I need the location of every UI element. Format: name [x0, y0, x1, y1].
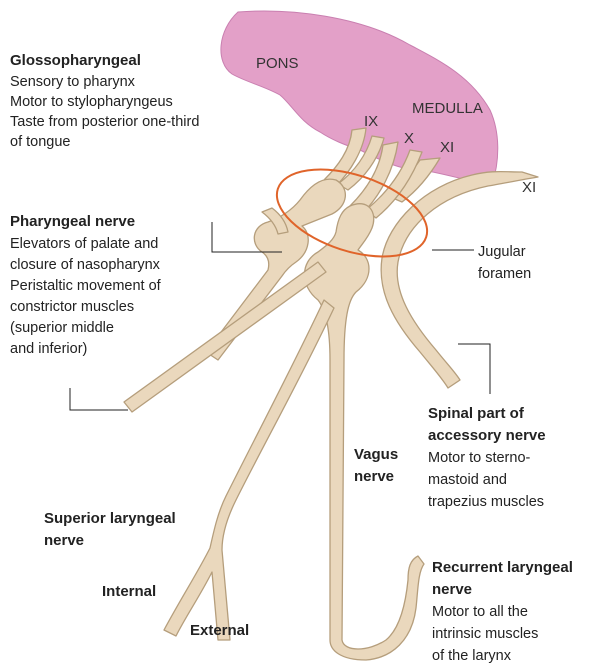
recurrent-laryngeal-label-group: Recurrent laryngeal nerve Motor to all t…	[432, 559, 573, 664]
vagus-title: nerve	[354, 468, 394, 485]
recurrent-laryngeal-line: intrinsic muscles	[432, 626, 538, 642]
internal-branch-label: Internal	[102, 583, 156, 600]
x-label: X	[404, 130, 414, 147]
glossopharyngeal-line: Taste from posterior one-third	[10, 114, 199, 130]
xi-spinal-label: XI	[522, 179, 536, 196]
superior-laryngeal-title: Superior laryngeal	[44, 510, 176, 527]
vagus-title: Vagus	[354, 446, 398, 463]
spinal-accessory-line: mastoid and	[428, 472, 507, 488]
recurrent-laryngeal-line: Motor to all the	[432, 604, 528, 620]
pons-label: PONS	[256, 55, 299, 72]
xi-root-label: XI	[440, 139, 454, 156]
pharyngeal-label-group: Pharyngeal nerve Elevators of palate and…	[10, 213, 162, 357]
pharyngeal-line: closure of nasopharynx	[10, 257, 161, 273]
glossopharyngeal-label-group: Glossopharyngeal Sensory to pharynx Moto…	[10, 52, 199, 150]
ix-label: IX	[364, 113, 378, 130]
glossopharyngeal-line: of tongue	[10, 134, 70, 150]
external-branch-label: External	[190, 622, 249, 639]
pharyngeal-line: Peristaltic movement of	[10, 278, 162, 294]
spinal-leader	[458, 344, 490, 394]
superior-laryngeal-leader	[70, 388, 128, 410]
medulla-label: MEDULLA	[412, 100, 483, 117]
spinal-accessory-title: Spinal part of	[428, 405, 525, 422]
glossopharyngeal-title: Glossopharyngeal	[10, 52, 141, 69]
jugular-line: Jugular	[478, 244, 526, 260]
superior-laryngeal-label-group: Superior laryngeal nerve	[44, 510, 176, 549]
spinal-accessory-line: Motor to sterno-	[428, 450, 531, 466]
superior-laryngeal-nerve	[164, 300, 334, 640]
pharyngeal-line: (superior middle	[10, 320, 114, 336]
nerves	[124, 128, 538, 660]
pharyngeal-title: Pharyngeal nerve	[10, 213, 135, 230]
glossopharyngeal-line: Sensory to pharynx	[10, 74, 136, 90]
recurrent-laryngeal-title: Recurrent laryngeal	[432, 559, 573, 576]
spinal-accessory-line: trapezius muscles	[428, 494, 544, 510]
glossopharyngeal-line: Motor to stylopharyngeus	[10, 94, 173, 110]
pharyngeal-line: and inferior)	[10, 341, 87, 357]
jugular-line: foramen	[478, 266, 531, 282]
brainstem-shape	[221, 11, 498, 185]
brainstem	[221, 11, 498, 185]
pharyngeal-line: constrictor muscles	[10, 299, 134, 315]
vagus-label-group: Vagus nerve	[354, 446, 398, 485]
pharyngeal-line: Elevators of palate and	[10, 236, 158, 252]
spinal-accessory-title: accessory nerve	[428, 427, 546, 444]
superior-laryngeal-title: nerve	[44, 532, 84, 549]
recurrent-laryngeal-title: nerve	[432, 581, 472, 598]
recurrent-laryngeal-line: of the larynx	[432, 648, 512, 664]
jugular-foramen-label-group: Jugular foramen	[478, 244, 531, 282]
spinal-accessory-label-group: Spinal part of accessory nerve Motor to …	[428, 405, 546, 510]
